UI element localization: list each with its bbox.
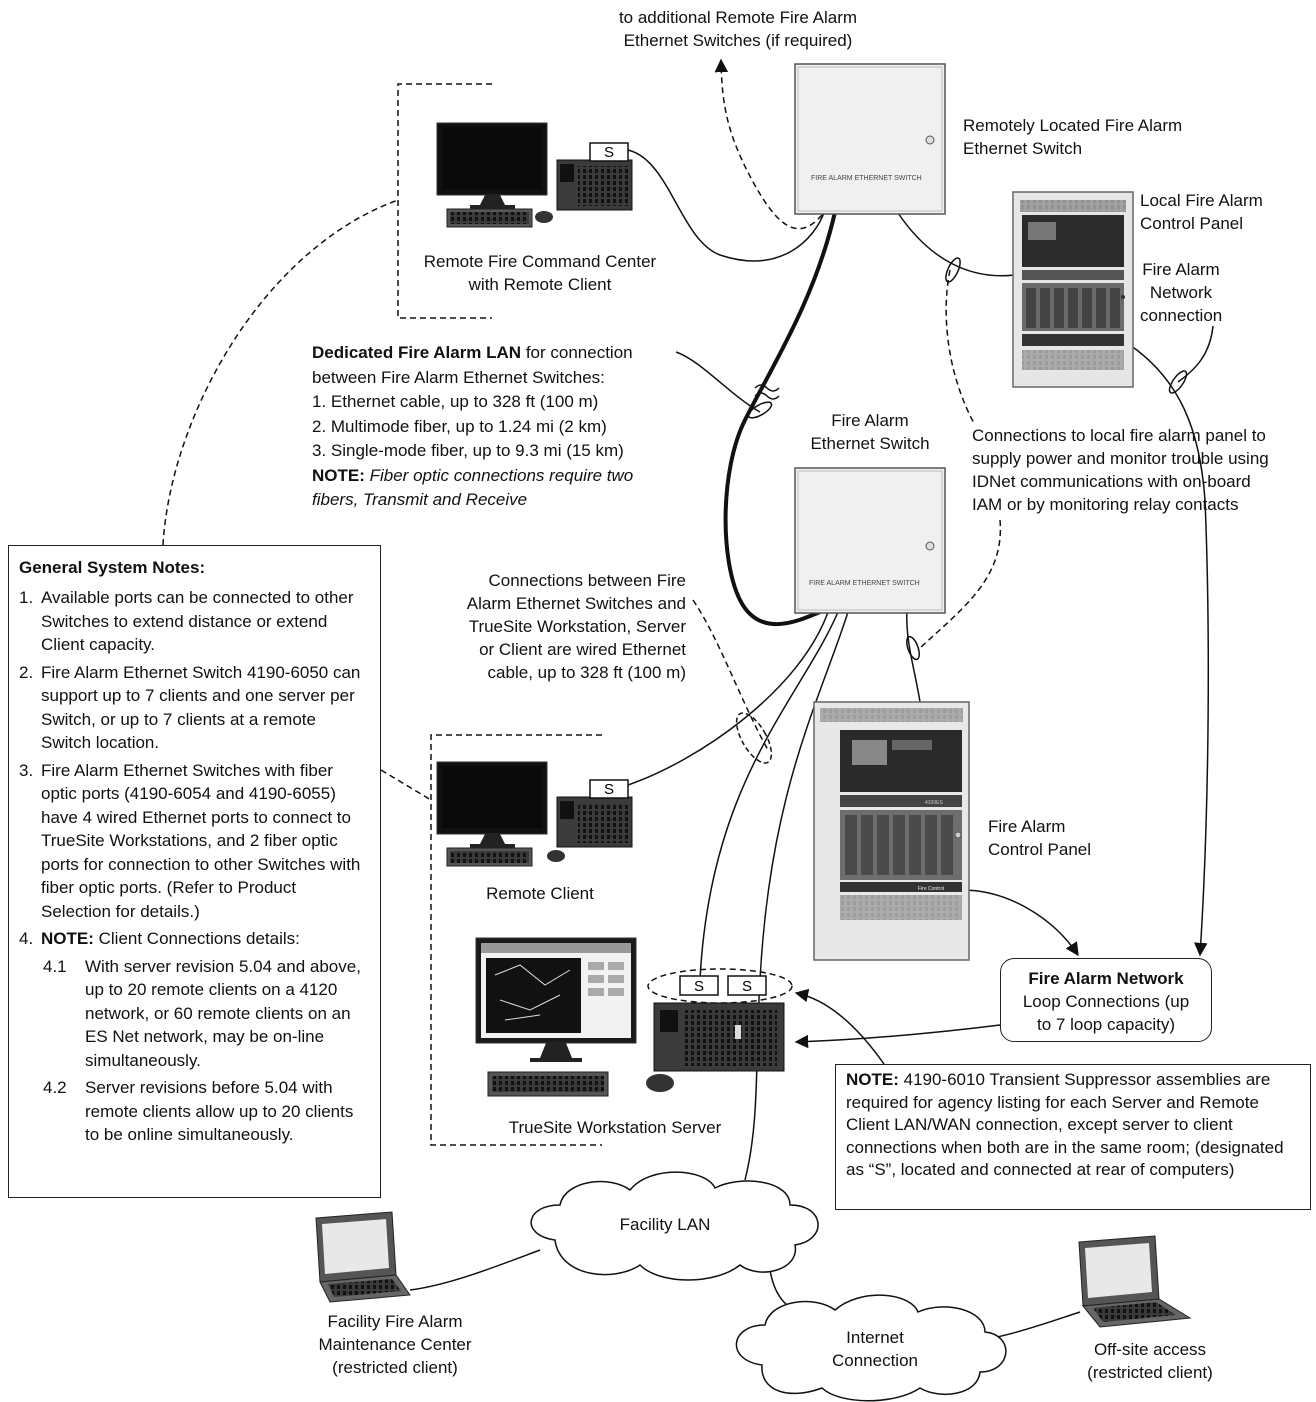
suppressor-s-label: S [604, 781, 614, 798]
notes-to-client-leader [380, 769, 432, 801]
switch-faceplate-label: FIRE ALARM ETHERNET SWITCH [811, 175, 922, 182]
suppressor-note: NOTE: 4190-6010 Transient Suppressor ass… [835, 1064, 1311, 1210]
truesite-server: S S [475, 937, 785, 1097]
general-notes-leader [162, 199, 399, 546]
remote-fcc-workstation: S [436, 122, 633, 228]
maintenance-laptop [315, 1211, 411, 1303]
suppressor-s-label: S [742, 978, 752, 995]
network-connection-leader [1177, 325, 1214, 383]
switch-faceplate-label: FIRE ALARM ETHERNET SWITCH [809, 580, 920, 587]
cable-tie-1 [945, 257, 961, 283]
cable-break-marks [754, 384, 780, 400]
local-fire-alarm-panel [1012, 191, 1134, 388]
remote-client-workstation: S [436, 761, 633, 867]
local-conn-leader-1 [945, 269, 976, 426]
local-connections-label: Connections to local fire alarm panel to… [972, 426, 1269, 514]
wired-conn-leader [692, 599, 769, 751]
facility-lan-label: Facility LAN [619, 1215, 711, 1234]
facility-lan-cloud [530, 1171, 819, 1281]
remote-client-label: Remote Client [486, 884, 594, 903]
network-box-to-server [794, 1024, 1001, 1049]
panel-brand-label: Fire Control [918, 886, 944, 892]
fcc-to-remote-switch-cable [627, 149, 826, 262]
suppressor-s-label: S [604, 144, 614, 161]
note-to-suppressor [794, 988, 885, 1065]
local-panel-to-network-box [1129, 344, 1210, 957]
dedicated-lan-note: Dedicated Fire Alarm LAN for connection … [312, 343, 634, 509]
lan-to-maintenance [409, 1249, 541, 1291]
cable-tie-2 [1168, 370, 1188, 394]
cable-tie-4 [906, 635, 920, 661]
local-conn-leader-2 [917, 519, 1002, 651]
ethernet-switch: FIRE ALARM ETHERNET SWITCH [794, 467, 946, 614]
fire-alarm-control-panel: 4100ES Fire Control [813, 701, 970, 961]
lan-leader [675, 351, 761, 413]
cable-tie-3 [747, 401, 773, 419]
dedicated-lan-cable [723, 211, 837, 627]
remote-switch-to-local-panel [897, 212, 1016, 277]
internet-cloud [735, 1294, 1007, 1402]
switch-to-server-cable [699, 611, 839, 981]
suppressor-s-label: S [694, 978, 704, 995]
truesite-label: TrueSite Workstation Server [508, 1118, 722, 1137]
facp-to-network-box [961, 889, 1079, 957]
remote-fcc-room-outline [397, 83, 492, 319]
wired-conn-ellipse [735, 712, 773, 764]
offsite-label: Off-site access(restricted client) [1087, 1340, 1213, 1382]
general-system-notes: General System Notes: 1.Available ports … [8, 545, 381, 1198]
fire-alarm-network-box: Fire Alarm Network Loop Connections (up … [1000, 958, 1212, 1042]
suppressor-group-ellipse [647, 968, 793, 1004]
offsite-laptop [1078, 1235, 1192, 1328]
switch-to-facility-lan [744, 611, 849, 1181]
svg-text:4100ES: 4100ES [925, 800, 943, 806]
remote-client-room-outline [430, 734, 602, 1146]
switch-to-remote-client [627, 611, 829, 786]
to-additional-switches-line [714, 58, 823, 230]
remote-ethernet-switch: FIRE ALARM ETHERNET SWITCH [794, 63, 946, 215]
switch-to-facp [905, 609, 921, 703]
notes-title: General System Notes: [19, 558, 206, 577]
